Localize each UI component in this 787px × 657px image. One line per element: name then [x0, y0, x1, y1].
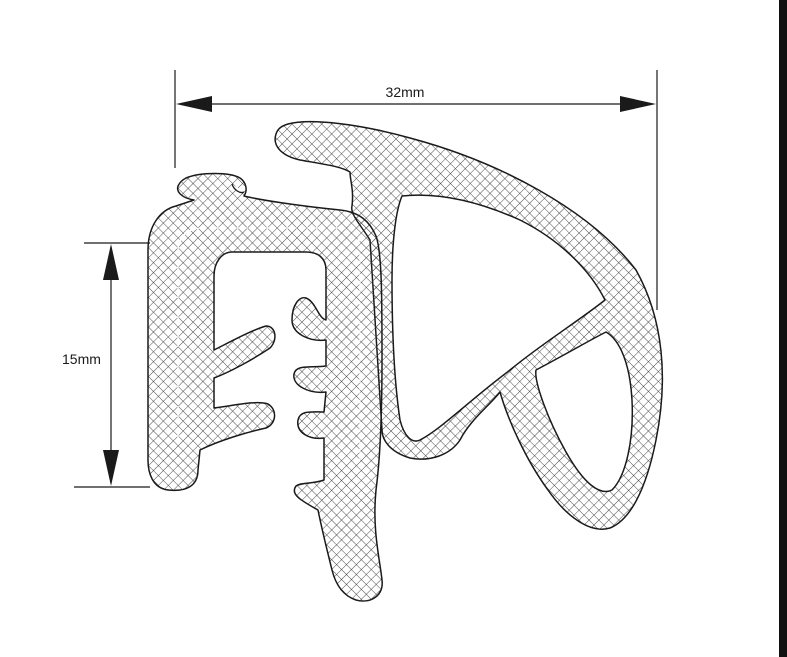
width-arrow-left [176, 96, 212, 112]
height-dimension [74, 242, 150, 488]
width-dimension [174, 70, 658, 310]
bulb-section [274, 120, 664, 530]
right-edge-bar [779, 0, 787, 657]
clip-section [147, 172, 383, 602]
width-arrow-right [620, 96, 656, 112]
seal-profile [147, 120, 664, 602]
clip-top-notch [231, 183, 245, 194]
height-arrow-top [103, 244, 119, 280]
width-label: 32mm [386, 84, 425, 100]
height-arrow-bottom [103, 450, 119, 486]
height-label: 15mm [62, 351, 101, 367]
metal-insert-dashed-line [177, 227, 361, 470]
